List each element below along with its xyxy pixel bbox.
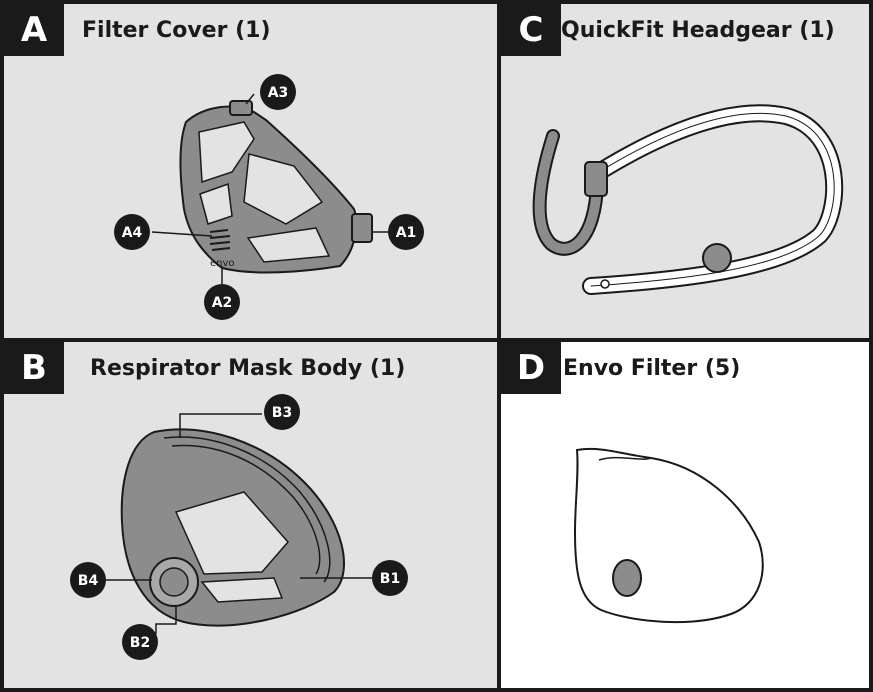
panel-filter-cover: A Filter Cover (1) envo A3 bbox=[4, 4, 497, 338]
callout-label: B3 bbox=[272, 405, 292, 421]
filter-cover-window bbox=[199, 182, 233, 225]
mask-body-illustration: B3 B4 B1 B2 bbox=[70, 394, 408, 660]
leader-lines bbox=[151, 93, 390, 286]
headgear-adjuster bbox=[702, 243, 732, 273]
panel-title: Envo Filter (5) bbox=[563, 356, 741, 381]
envo-filter-illustration bbox=[573, 447, 764, 624]
panel-letter: A bbox=[4, 4, 64, 56]
callout-a2: A2 bbox=[204, 284, 240, 320]
callout-label: B4 bbox=[78, 573, 99, 589]
filter-cover-tab bbox=[229, 100, 253, 116]
panel-letter: B bbox=[4, 342, 64, 394]
callout-b3: B3 bbox=[264, 394, 300, 430]
panel-letter: C bbox=[501, 4, 561, 56]
callout-label: A1 bbox=[396, 225, 417, 241]
callout-label: B2 bbox=[130, 635, 150, 651]
panel-title: Respirator Mask Body (1) bbox=[90, 356, 406, 381]
headgear-illustration bbox=[532, 104, 844, 295]
callout-label: B1 bbox=[380, 571, 400, 587]
mask-body-window bbox=[200, 577, 284, 603]
headgear-clip bbox=[584, 161, 608, 197]
filter-cover-illustration: envo A3 A4 A1 A2 bbox=[114, 74, 424, 320]
callout-b1: B1 bbox=[372, 560, 408, 596]
envo-filter-shape bbox=[573, 447, 764, 624]
filter-cover-tab bbox=[351, 213, 373, 243]
filter-cover-window bbox=[246, 227, 331, 263]
callout-label: A4 bbox=[122, 225, 143, 241]
panel-title: QuickFit Headgear (1) bbox=[561, 18, 835, 43]
callout-a4: A4 bbox=[114, 214, 150, 250]
mask-body-window bbox=[174, 491, 289, 575]
callout-b4: B4 bbox=[70, 562, 106, 598]
callout-a3: A3 bbox=[260, 74, 296, 110]
panel-envo-filter: D Envo Filter (5) bbox=[501, 342, 869, 688]
leader-lines bbox=[106, 413, 372, 634]
callout-b2: B2 bbox=[122, 624, 158, 660]
panel-letter: D bbox=[501, 342, 561, 394]
filter-cover-window bbox=[243, 153, 324, 225]
filter-cover-window bbox=[198, 121, 255, 184]
callout-label: A2 bbox=[212, 295, 233, 311]
panel-quickfit-headgear: C QuickFit Headgear (1) bbox=[501, 4, 869, 338]
envo-logo-text: envo bbox=[210, 258, 235, 269]
callout-label: A3 bbox=[268, 85, 289, 101]
vent-slots bbox=[209, 229, 231, 251]
envo-filter-opening bbox=[612, 559, 642, 597]
panel-respirator-mask-body: B Respirator Mask Body (1) B3 B4 bbox=[4, 342, 497, 688]
callout-a1: A1 bbox=[388, 214, 424, 250]
panel-title: Filter Cover (1) bbox=[82, 18, 271, 43]
